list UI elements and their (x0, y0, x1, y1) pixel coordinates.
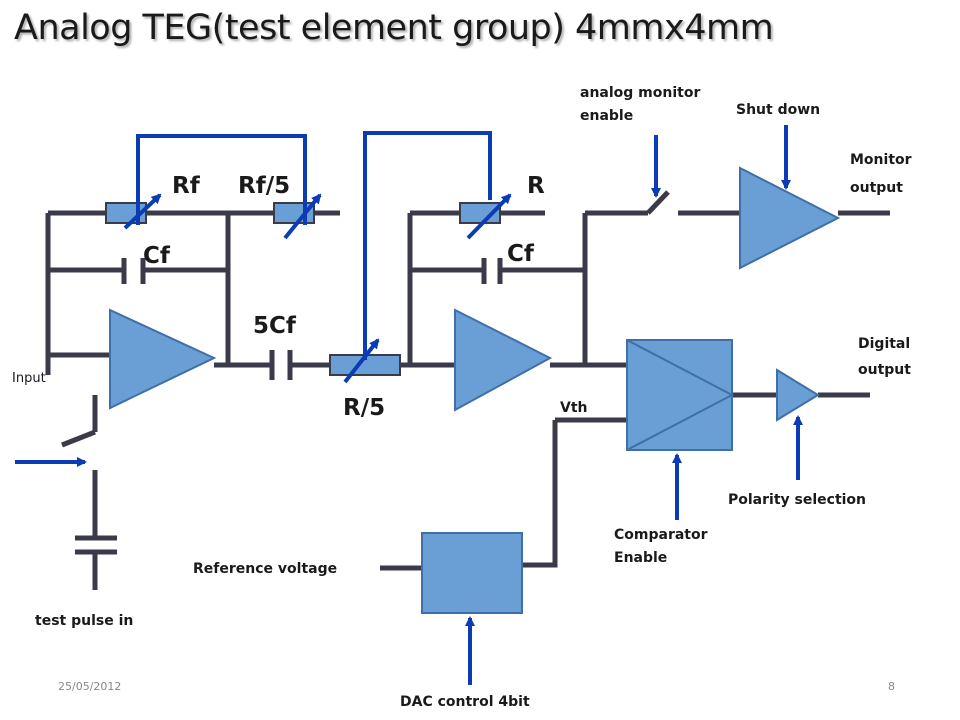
label-digital-output-2: output (858, 362, 911, 378)
label-monitor-output-2: output (850, 180, 903, 196)
label-shut-down: Shut down (736, 102, 820, 118)
label-5cf: 5Cf (253, 313, 297, 339)
label-polarity: Polarity selection (728, 492, 866, 508)
comparator-box (626, 339, 733, 451)
label-cf-left: Cf (143, 243, 171, 269)
footer-date: 25/05/2012 (58, 680, 121, 693)
label-comparator-1: Comparator (614, 527, 708, 543)
label-reference: Reference voltage (193, 561, 337, 577)
control-lines (15, 125, 803, 685)
footer-page-number: 8 (888, 680, 895, 693)
label-rf5: Rf/5 (238, 173, 290, 199)
shaper-triangle (454, 308, 553, 412)
switches (61, 190, 670, 495)
dac-box (421, 532, 523, 614)
label-vth: Vth (560, 400, 588, 416)
label-r5: R/5 (343, 395, 385, 421)
label-cf-right: Cf (507, 241, 535, 267)
label-analog-monitor-2: enable (580, 108, 633, 124)
label-r: R (527, 173, 545, 199)
labels: Rf Rf/5 R Cf Cf 5Cf R/5 Input test pulse… (12, 85, 912, 710)
label-test-pulse: test pulse in (35, 613, 133, 629)
amplifiers (109, 166, 841, 614)
preamp-triangle (109, 308, 217, 410)
wires (45, 210, 890, 590)
label-rf: Rf (172, 173, 201, 199)
label-digital-output-1: Digital (858, 336, 910, 352)
label-comparator-2: Enable (614, 550, 667, 566)
polarity-buffer-triangle (776, 368, 820, 422)
label-monitor-output-1: Monitor (850, 152, 912, 168)
slide-title: Analog TEG(test element group) 4mmx4mm (14, 8, 774, 48)
capacitors (75, 258, 503, 555)
label-dac: DAC control 4bit (400, 694, 530, 710)
label-input: Input (12, 371, 46, 386)
label-analog-monitor-1: analog monitor (580, 85, 700, 101)
monitor-buffer-triangle (739, 166, 841, 270)
